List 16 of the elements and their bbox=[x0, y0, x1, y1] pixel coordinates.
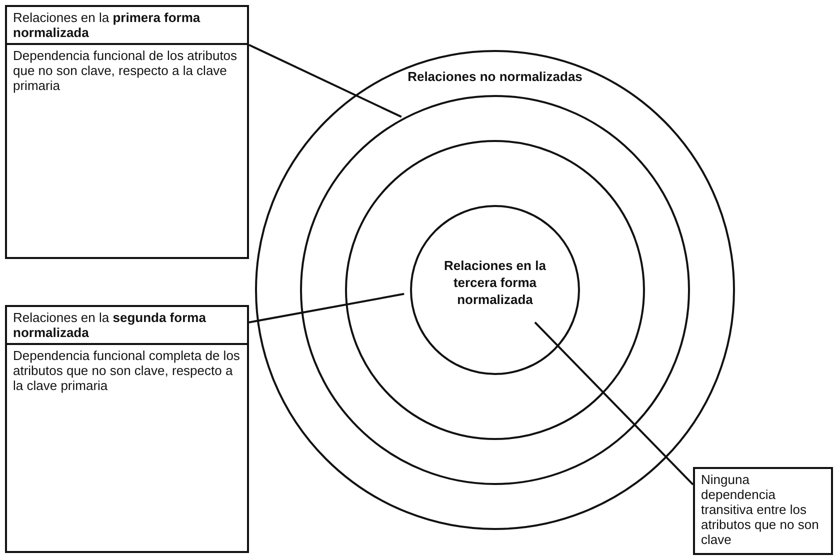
box-text: Dependencia funcional completa de los atributos que no son clave, respecto a la clave primaria bbox=[7, 343, 247, 396]
box-heading: Relaciones en la primera forma normalizada bbox=[12, 9, 202, 42]
circle-label: Relaciones no normalizadas bbox=[406, 68, 584, 85]
circle bbox=[300, 95, 690, 485]
leader-line bbox=[248, 44, 402, 118]
leader-line bbox=[248, 292, 404, 324]
text-box bbox=[693, 467, 833, 555]
circle bbox=[345, 140, 645, 440]
box-text: Dependencia funcional de los atributos que no son clave, respecto a la clave primaria bbox=[7, 43, 247, 96]
leader-line bbox=[534, 322, 694, 486]
box-heading: Relaciones en la segunda forma normalizada bbox=[12, 309, 207, 342]
box-text: Ninguna dependencia transitiva entre los atributos que no son clave bbox=[700, 471, 820, 549]
text-box bbox=[5, 5, 249, 259]
circle-label: Relaciones en la tercera forma normalizada bbox=[443, 257, 547, 308]
inner-circle bbox=[410, 205, 580, 375]
text-box bbox=[5, 305, 249, 553]
